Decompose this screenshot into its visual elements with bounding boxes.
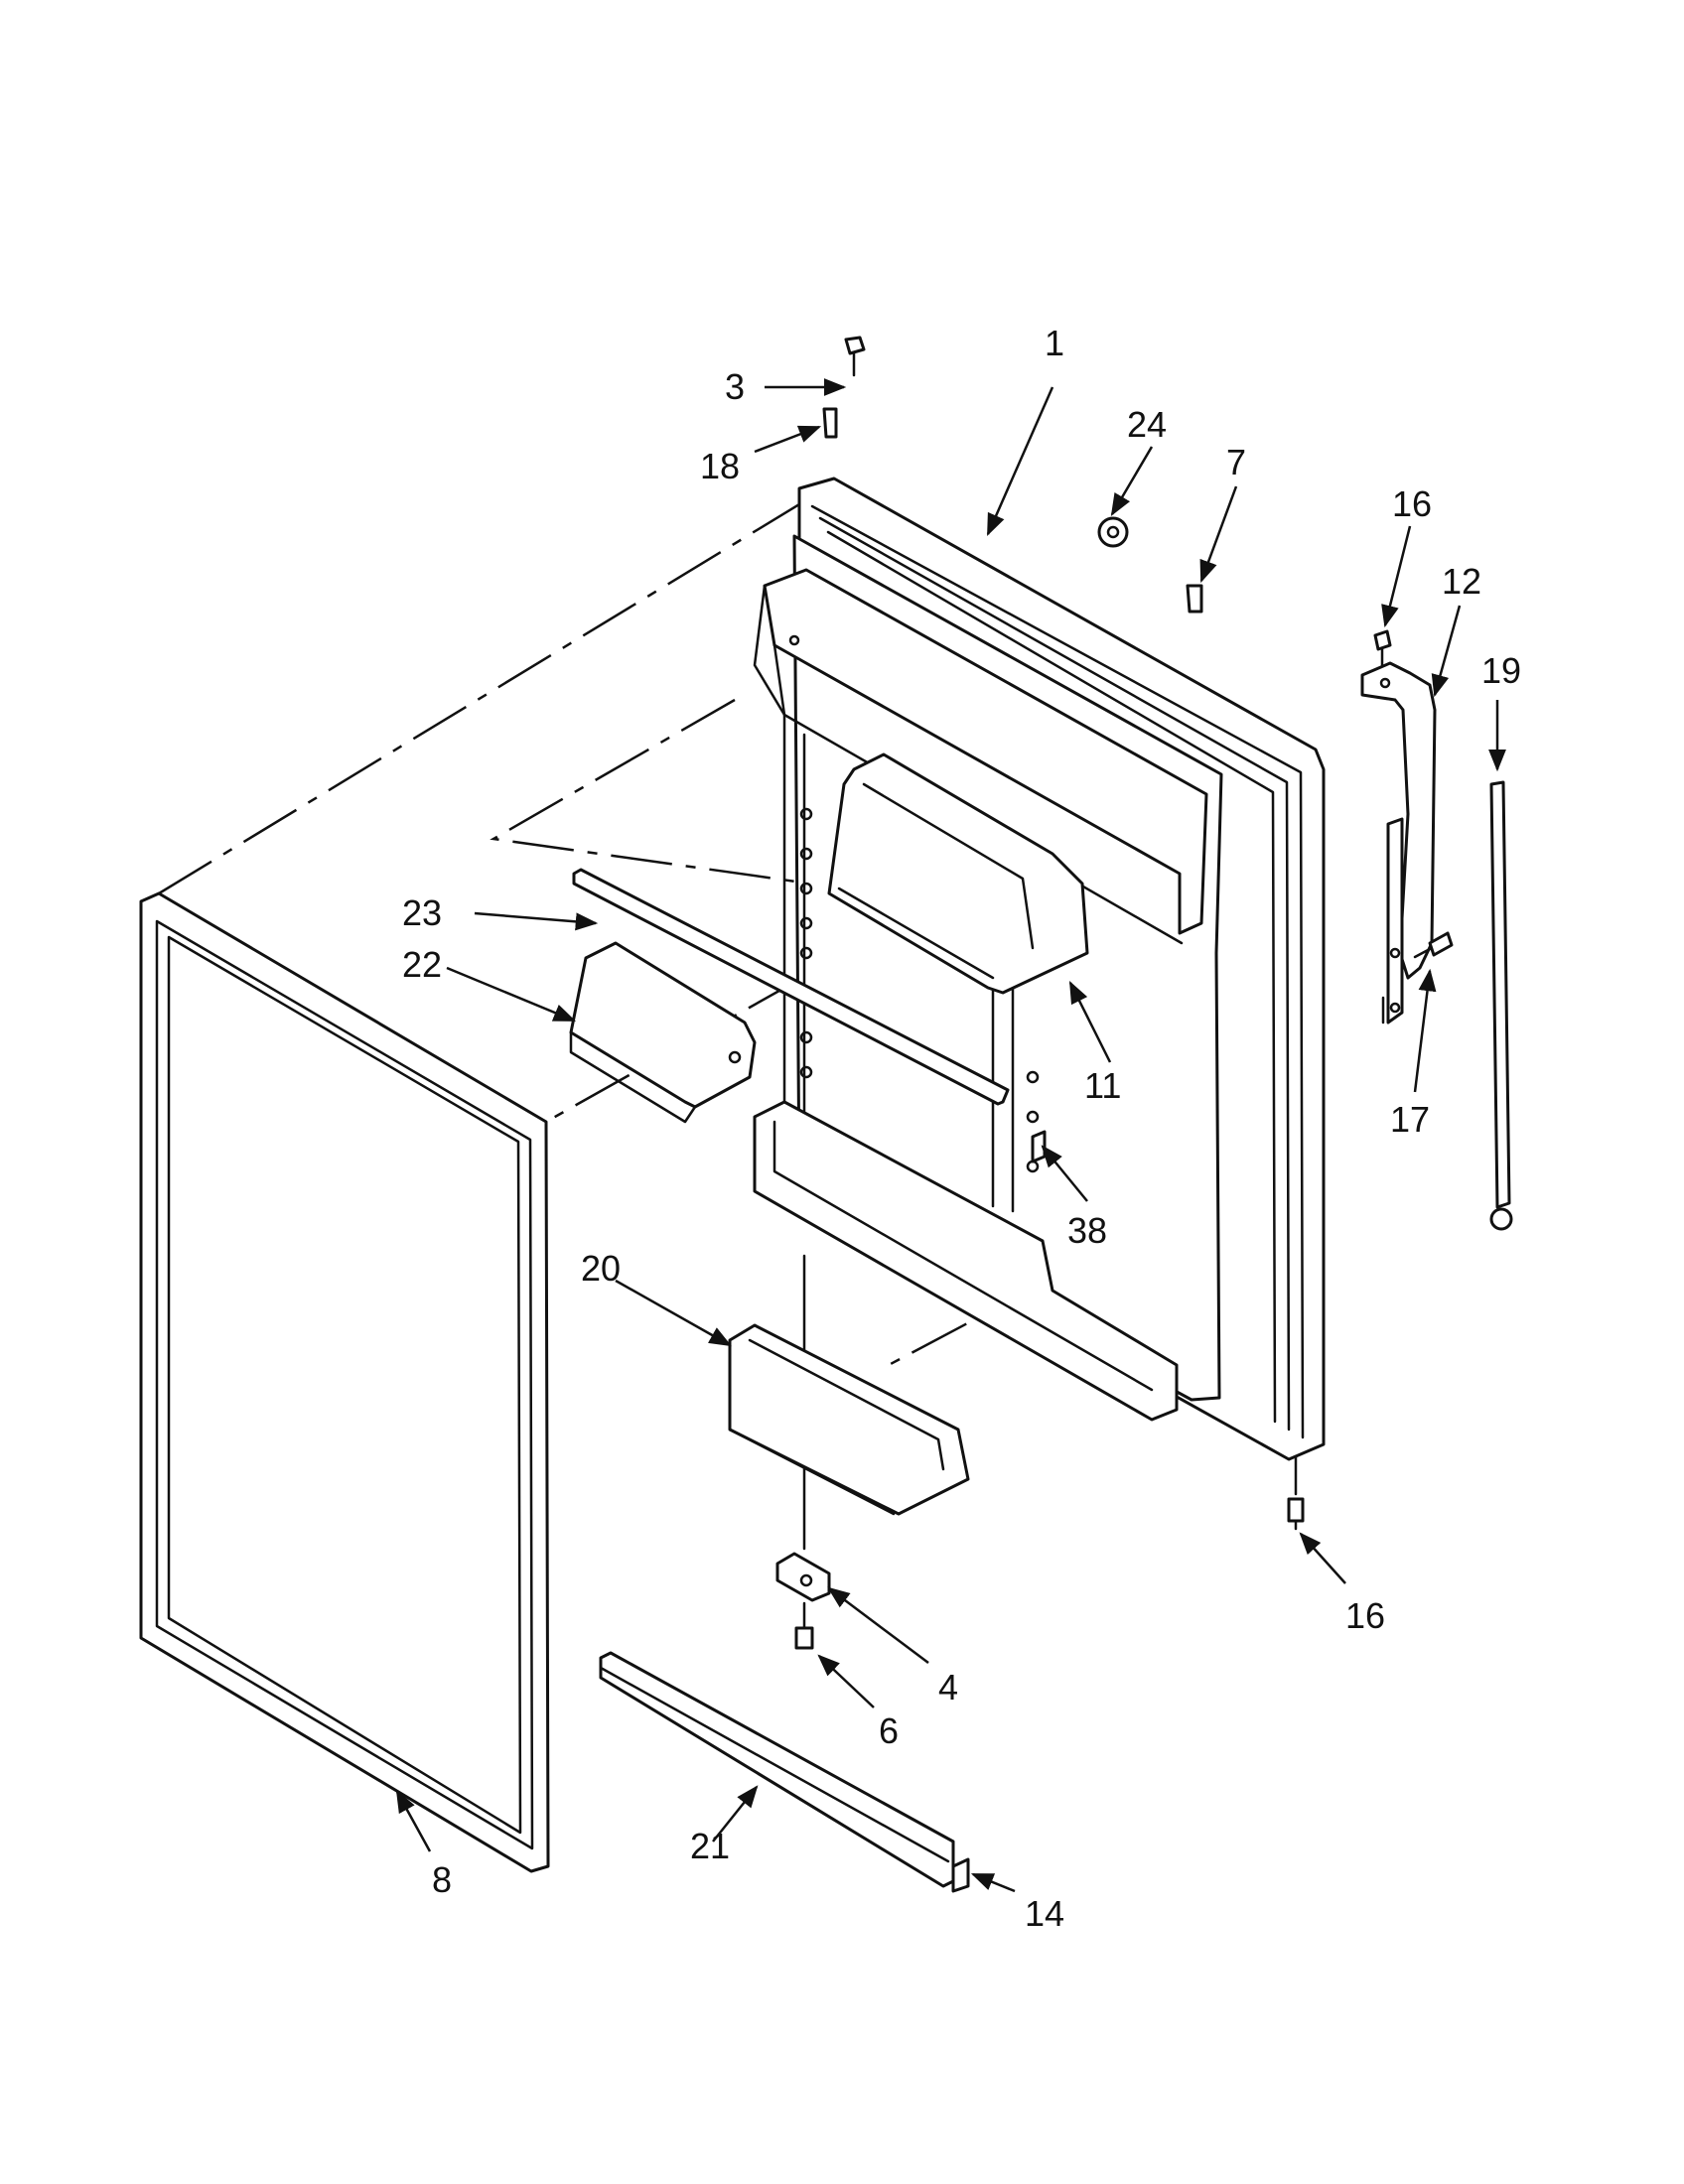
callout-6: 6 [879,1710,899,1751]
callout-38: 38 [1067,1210,1107,1251]
hardware-screw-6 [794,1601,814,1650]
butter-bin [569,941,757,1124]
lower-door-bin [728,1323,970,1516]
hardware-plug-7 [1186,584,1203,614]
upper-door-bin [827,752,1089,995]
upper-shelf-bar [572,868,1010,1106]
hardware-nut-24 [1097,516,1129,548]
callout-23: 23 [402,892,442,933]
callout-3: 3 [725,366,745,407]
door-gasket [139,891,550,1873]
callout-16-top: 16 [1392,483,1432,524]
hardware-screw-17 [1413,931,1454,959]
callout-22: 22 [402,944,442,985]
hardware-hinge-4 [775,1552,831,1602]
callout-8: 8 [432,1859,452,1900]
callout-20: 20 [581,1248,621,1289]
callout-labels: 1 3 4 6 7 8 11 12 14 16 16 17 18 19 20 2… [402,323,1521,1934]
bottom-trim-strip [599,1651,955,1888]
end-cap-clip [951,1857,970,1893]
leader-lines [395,378,1506,1893]
handle-trim-rod [1489,780,1513,1231]
callout-24: 24 [1127,404,1167,445]
callout-4: 4 [938,1667,958,1707]
callout-1: 1 [1045,323,1064,363]
hardware-screw-3 [844,336,866,377]
callout-11: 11 [1084,1065,1121,1106]
door-handle [1360,661,1437,1024]
hardware-screw-16-top [1373,629,1392,667]
callout-12: 12 [1442,561,1481,602]
callout-14: 14 [1025,1893,1064,1934]
callout-17: 17 [1390,1099,1430,1140]
callout-16-bottom: 16 [1345,1595,1385,1636]
callout-18: 18 [700,446,740,486]
callout-21: 21 [690,1826,730,1866]
hardware-plug-18 [822,407,838,439]
callout-19: 19 [1481,650,1521,691]
callout-7: 7 [1226,442,1246,482]
hardware-screw-16-bottom [1287,1497,1305,1531]
